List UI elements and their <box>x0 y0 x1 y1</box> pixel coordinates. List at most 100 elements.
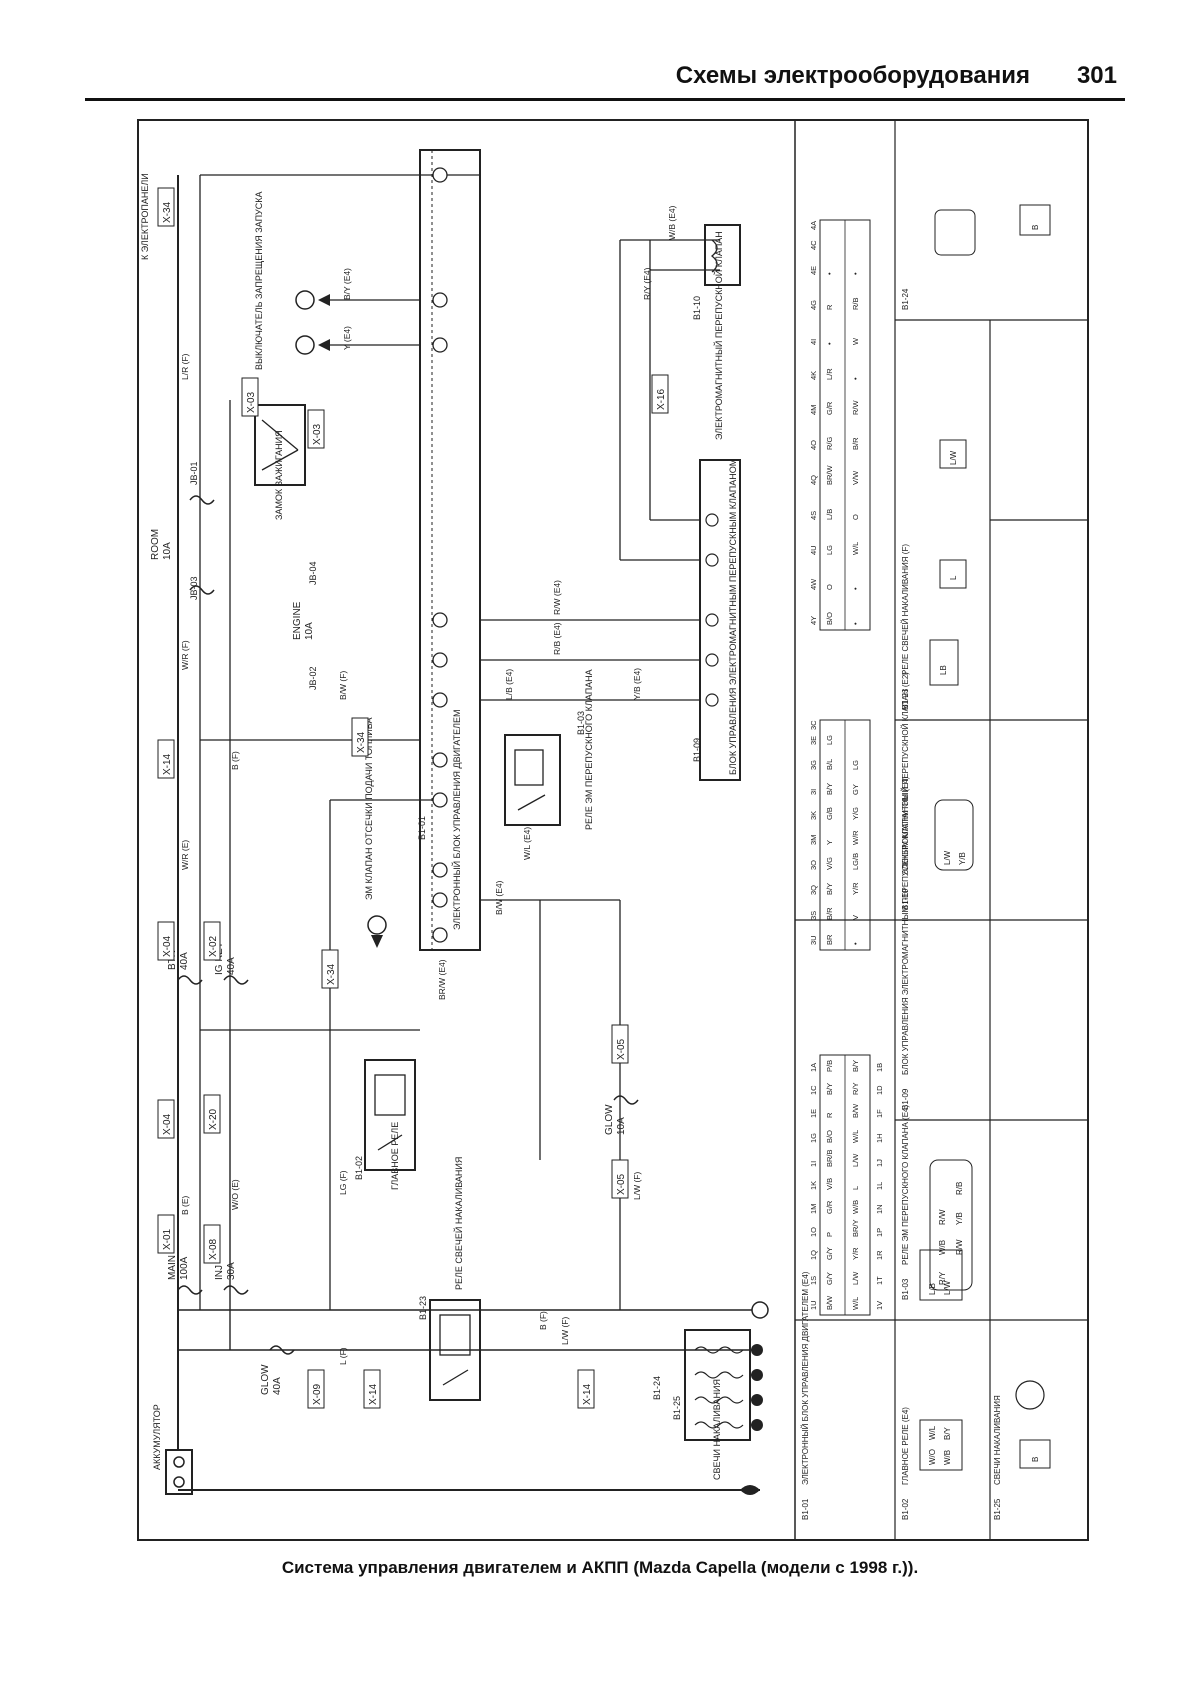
svg-text:W/L: W/L <box>851 1130 860 1143</box>
svg-text:4C: 4C <box>809 240 818 250</box>
fuse-icon <box>223 975 249 985</box>
svg-text:•: • <box>825 272 834 275</box>
glow-plugs <box>684 1329 751 1441</box>
svg-text:R/G: R/G <box>825 437 834 451</box>
svg-text:G/Y: G/Y <box>825 1272 834 1285</box>
arrow-icon <box>318 294 330 306</box>
svg-text:O: O <box>825 584 834 590</box>
svg-text:BR/Y: BR/Y <box>851 1219 860 1237</box>
wire-label: W/R (E) <box>180 840 190 870</box>
svg-text:1K: 1K <box>809 1181 818 1190</box>
plug-icon <box>751 1344 763 1356</box>
svg-text:B/O: B/O <box>825 1130 834 1143</box>
wire-label: R/Y (E4) <box>642 267 652 300</box>
svg-text:3E: 3E <box>809 736 818 745</box>
svg-text:Y/R: Y/R <box>851 882 860 895</box>
fuse-rating: 10A <box>162 542 173 560</box>
svg-text:1P: 1P <box>875 1228 884 1237</box>
legend-code: B1-23 <box>901 688 910 710</box>
legend-name: БЛОК УПРАВЛЕНИЯ ЭЛЕКТРОМАГНИТНЫМ ПЕРЕПУС… <box>901 776 910 1075</box>
battery-terminal <box>173 1456 185 1468</box>
wire-label: B/W (F) <box>338 671 348 700</box>
svg-text:B/R: B/R <box>851 437 860 450</box>
heater-symbol <box>694 1371 744 1379</box>
solenoid-block-label: БЛОК УПРАВЛЕНИЯ ЭЛЕКТРОМАГНИТНЫМ ПЕРЕПУС… <box>728 459 738 775</box>
svg-text:L/R: L/R <box>825 368 834 380</box>
fuel-cut-label: ЭМ КЛАПАН ОТСЕЧКИ ПОДАЧИ ТОПЛИВА <box>364 718 374 900</box>
svg-text:L/B: L/B <box>825 509 834 520</box>
svg-text:BR/B: BR/B <box>825 1149 834 1167</box>
wire-label: W/R (F) <box>180 640 190 670</box>
connector-tag: X-14 <box>368 1383 379 1405</box>
wire-label: L (F) <box>338 1347 348 1365</box>
svg-text:4K: 4K <box>809 371 818 380</box>
svg-text:B/Y: B/Y <box>825 883 834 895</box>
wire-label: W/O (E) <box>230 1179 240 1210</box>
svg-text:1T: 1T <box>875 1276 884 1285</box>
pin-marker <box>705 513 719 527</box>
svg-text:1L: 1L <box>875 1182 884 1190</box>
svg-text:1M: 1M <box>809 1204 818 1214</box>
part-label: B1-24 <box>652 1376 662 1400</box>
svg-text:B/W: B/W <box>825 1295 834 1310</box>
legend-code: B1-10 <box>901 888 910 910</box>
fuse-rating: 10A <box>304 622 315 640</box>
main-relay <box>364 1059 416 1171</box>
connector-views: W/O W/B W/L B/Y R/Y W/B R/W R/W Y/B R/B … <box>919 204 1051 1471</box>
legend-code: B1-02 <box>901 1498 910 1520</box>
svg-text:L/W: L/W <box>851 1271 860 1285</box>
svg-text:LG/B: LG/B <box>851 853 860 870</box>
header-rule <box>85 98 1125 101</box>
svg-text:4I: 4I <box>809 339 818 345</box>
page-number: 301 <box>1076 62 1117 89</box>
svg-text:1J: 1J <box>875 1159 884 1167</box>
wire-label: L/W (F) <box>632 1172 642 1200</box>
relay-contact <box>442 1369 469 1386</box>
svg-text:3C: 3C <box>809 720 818 730</box>
svg-text:B: B <box>1031 225 1040 230</box>
fuse-name: INJ <box>214 1265 225 1280</box>
svg-text:4W: 4W <box>809 578 818 590</box>
figure-caption: Система управления двигателем и АКПП (Ma… <box>281 1558 919 1577</box>
connector-tag: X-34 <box>326 963 337 985</box>
svg-text:G/R: G/R <box>825 1200 834 1214</box>
svg-text:R: R <box>825 1112 834 1118</box>
svg-text:•: • <box>851 942 860 945</box>
heater-symbol <box>694 1421 744 1429</box>
svg-text:•: • <box>825 342 834 345</box>
pinout-grid-1: B/W G/Y G/Y P G/R V/B BR/B B/O R B/Y P/B… <box>809 1054 884 1316</box>
legend-name: ГЛАВНОЕ РЕЛЕ (E4) <box>901 1407 910 1485</box>
bypass-valve <box>704 224 741 286</box>
glow-plugs-label: СВЕЧИ НАКАЛИВАНИЯ <box>712 1379 722 1480</box>
svg-text:Y/B: Y/B <box>958 852 967 865</box>
svg-text:V/G: V/G <box>825 857 834 870</box>
svg-text:L: L <box>851 1186 860 1190</box>
connector-tag: X-05 <box>616 1173 627 1195</box>
svg-text:4Y: 4Y <box>809 616 818 625</box>
svg-text:Y: Y <box>825 840 834 845</box>
svg-text:G/B: G/B <box>825 807 834 820</box>
pin-marker <box>432 292 448 308</box>
svg-text:1C: 1C <box>809 1085 818 1095</box>
svg-text:1R: 1R <box>875 1250 884 1260</box>
svg-text:LB: LB <box>939 665 948 675</box>
svg-text:O: O <box>851 514 860 520</box>
connector-tag: X-20 <box>208 1108 219 1130</box>
svg-text:1H: 1H <box>875 1133 884 1143</box>
part-label: B1-23 <box>418 1296 428 1320</box>
svg-text:3K: 3K <box>809 811 818 820</box>
svg-text:B/Y: B/Y <box>851 1060 860 1072</box>
svg-text:R/B: R/B <box>955 1182 964 1195</box>
svg-text:R/Y: R/Y <box>938 1271 947 1285</box>
fuse-rating: 100A <box>179 1256 190 1280</box>
svg-text:L/B: L/B <box>928 1283 937 1295</box>
wire-label: L/B (E4) <box>504 669 514 700</box>
wire-label: R/W (E4) <box>552 580 562 615</box>
fuse-rating: 40A <box>179 952 190 970</box>
part-label: B1-10 <box>692 296 702 320</box>
svg-text:4O: 4O <box>809 440 818 450</box>
part-label: B1-01 <box>417 816 427 840</box>
connector-tag: X-34 <box>162 201 173 223</box>
fuse-name: MAIN <box>167 1255 178 1280</box>
